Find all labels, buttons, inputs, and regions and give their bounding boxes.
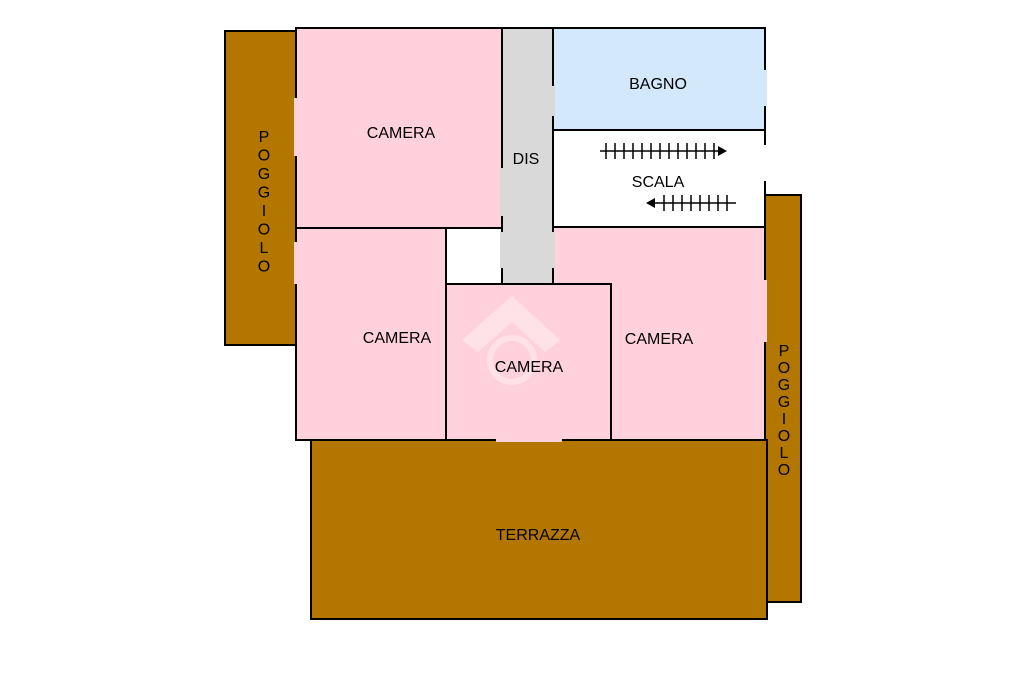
vertical-letter: O — [778, 462, 790, 479]
door-scala-window — [762, 145, 767, 181]
vertical-letter: I — [262, 203, 266, 220]
arrow-left-icon — [646, 195, 736, 211]
dis-area — [501, 27, 554, 285]
vertical-letter: L — [780, 445, 789, 462]
camera-top-left-area — [295, 27, 503, 229]
vertical-letter: L — [260, 240, 269, 257]
vertical-letter: O — [258, 148, 270, 165]
vertical-letter: P — [779, 343, 790, 360]
vertical-letter: O — [778, 428, 790, 445]
vertical-letter: G — [778, 377, 790, 394]
vertical-letter: O — [778, 360, 790, 377]
door-bagno-window — [762, 70, 767, 106]
bagno-label: BAGNO — [629, 76, 687, 93]
camera-mid-left-area — [295, 227, 447, 441]
door-dis-to-camera-top-left — [500, 168, 505, 216]
vertical-letter: G — [778, 394, 790, 411]
camera-top-left-label: CAMERA — [367, 125, 436, 142]
door-camera-top-left-to-poggiolo — [294, 98, 299, 156]
camera-mid-left-label: CAMERA — [363, 330, 432, 347]
door-camera-right-to-poggiolo — [762, 280, 767, 342]
vertical-letter: I — [782, 411, 786, 428]
camera-right-label: CAMERA — [625, 331, 694, 348]
door-camera-mid-left-to-poggiolo — [294, 242, 299, 284]
poggiolo-right-area — [764, 194, 802, 603]
scala-label: SCALA — [632, 174, 685, 191]
door-dis-to-camera-right — [550, 232, 555, 268]
vertical-letter: O — [258, 222, 270, 239]
door-dis-to-camera-mid-left — [500, 232, 505, 268]
vertical-letter: G — [258, 185, 270, 202]
camera-center-label: CAMERA — [495, 359, 564, 376]
poggiolo-left-area — [224, 30, 298, 346]
terrazza-label: TERRAZZA — [496, 527, 581, 544]
door-camera-center-to-terrazza — [496, 437, 562, 442]
scala-area — [552, 129, 766, 228]
vertical-letter: O — [258, 259, 270, 276]
bagno-area — [552, 27, 766, 131]
arrow-right-icon — [600, 143, 727, 159]
dis-label: DIS — [513, 151, 540, 168]
watermark-logo — [462, 296, 560, 385]
door-dis-to-bagno — [550, 86, 555, 116]
vertical-letter: P — [259, 129, 270, 146]
door-openings — [294, 70, 767, 442]
vertical-letter: G — [258, 166, 270, 183]
